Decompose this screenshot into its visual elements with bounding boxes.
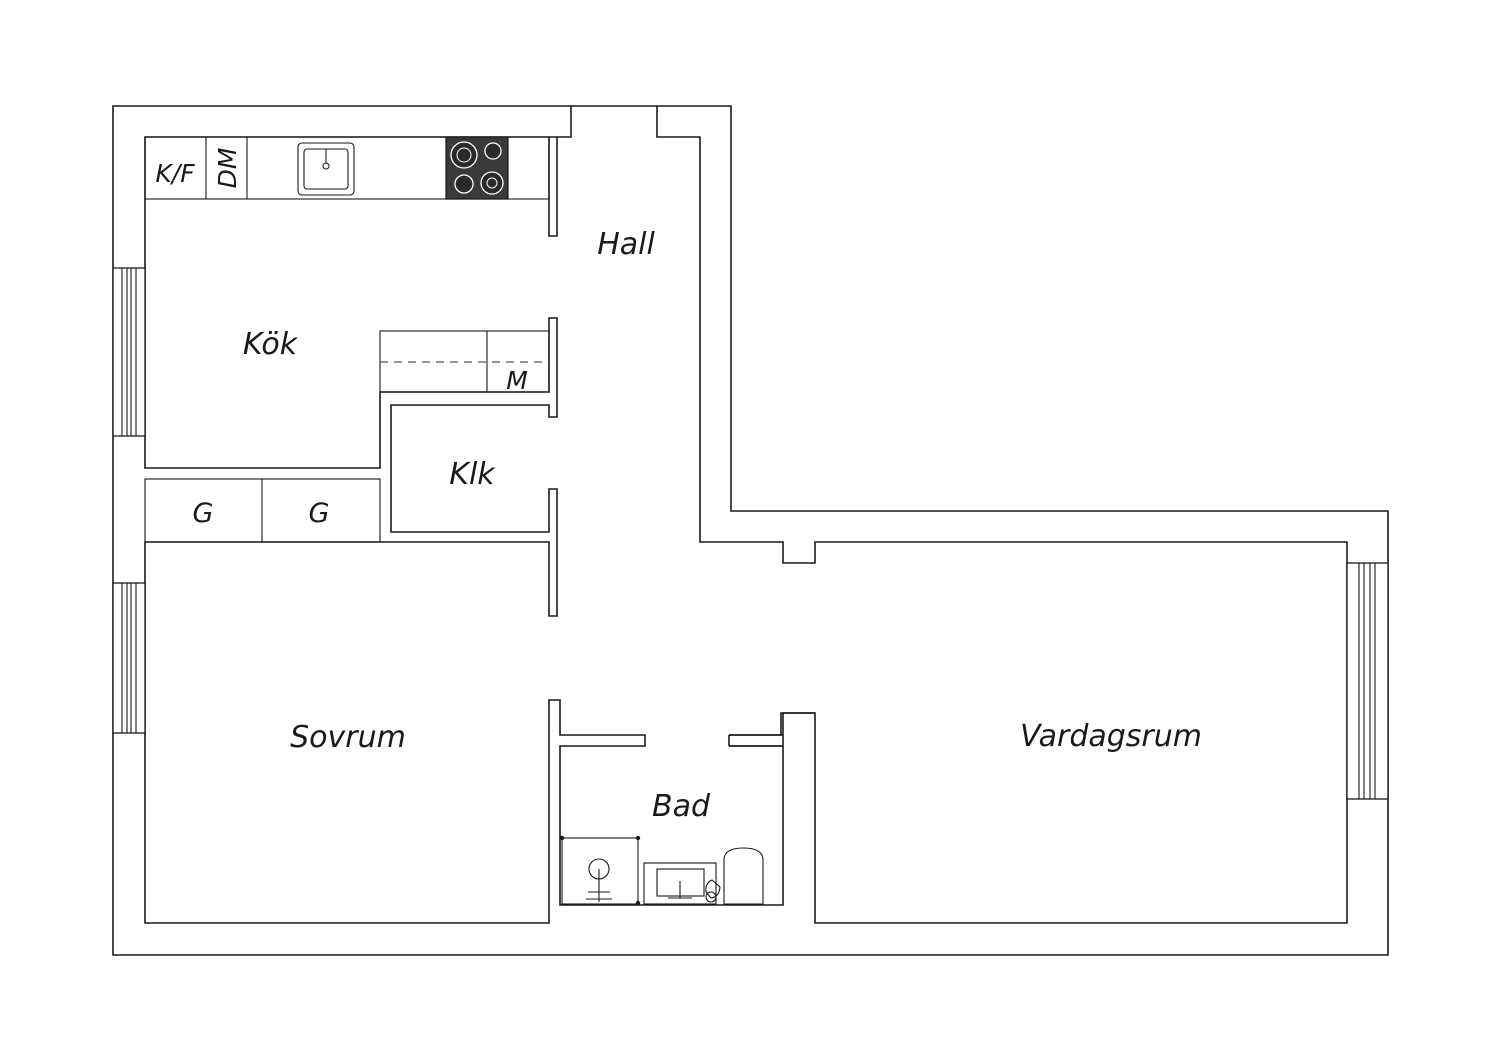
label-dishwasher: DM bbox=[213, 148, 242, 189]
window-icon bbox=[112, 267, 146, 437]
sink-icon bbox=[297, 142, 355, 196]
window-icon bbox=[1346, 562, 1389, 800]
label-fridge-freezer: K/F bbox=[155, 159, 195, 188]
shower-icon bbox=[559, 835, 641, 906]
label-wardrobe-1: G bbox=[193, 498, 214, 529]
room-label-living-room: Vardagsrum bbox=[1020, 719, 1202, 754]
room-label-bathroom: Bad bbox=[652, 789, 711, 824]
label-wardrobe-2: G bbox=[309, 498, 330, 529]
room-label-kitchen: Kök bbox=[243, 327, 299, 362]
room-label-hall: Hall bbox=[597, 227, 655, 262]
room-label-bedroom: Sovrum bbox=[290, 720, 406, 755]
room-label-closet: Klk bbox=[449, 457, 496, 492]
wardrobes bbox=[144, 478, 381, 543]
toilet-icon bbox=[705, 847, 764, 905]
microwave-counter bbox=[379, 330, 550, 393]
stove-icon bbox=[445, 136, 509, 200]
window-icon bbox=[112, 582, 146, 734]
washbasin-icon bbox=[643, 862, 717, 905]
kitchen-counter bbox=[144, 136, 550, 200]
walls bbox=[112, 105, 1389, 956]
label-microwave: M bbox=[506, 366, 528, 395]
